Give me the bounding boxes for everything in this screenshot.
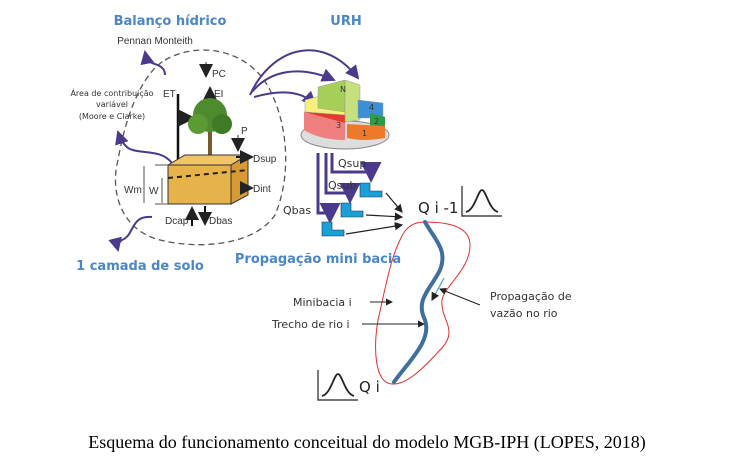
- tree-icon: [188, 98, 232, 160]
- area-arrow: [115, 130, 173, 164]
- qsup-to-river: [385, 192, 403, 213]
- hydrograph-upstream-icon: [461, 186, 502, 217]
- propagacao-vazao-label-1: Propagação de: [490, 290, 572, 303]
- urh-pie: [300, 79, 390, 150]
- river-reach: [392, 220, 445, 384]
- qsup-line: [330, 153, 382, 183]
- dint-label: Dint: [253, 184, 271, 195]
- qbas-line: [316, 153, 341, 224]
- soil-arrow: [108, 215, 153, 252]
- et-arrow: [140, 50, 166, 76]
- w-label: W: [149, 186, 159, 197]
- q-i-minus-1-label: Q i -1: [418, 199, 458, 217]
- flow-direction-arrow: [431, 277, 445, 302]
- pc-label: PC: [212, 69, 226, 80]
- wm-label: Wm: [124, 185, 142, 196]
- qsub-label: Qsub: [328, 179, 356, 192]
- propagacao-vazao-label-2: vazão no rio: [490, 307, 558, 320]
- urh-arrow-1: [249, 49, 360, 96]
- dcap-label: Dcap: [165, 216, 189, 227]
- propagacao-pointer: [439, 287, 481, 306]
- q-i-label: Q i: [359, 378, 380, 396]
- propagacao-mini-bacia-title: Propagação mini bacia: [235, 252, 401, 267]
- urh-4-label: 4: [369, 103, 374, 112]
- qsub-to-river: [365, 212, 404, 221]
- urh-1-label: 1: [362, 129, 367, 138]
- qsub-line: [324, 153, 361, 204]
- qbas-to-river: [345, 221, 404, 235]
- qsup-label: Qsup: [338, 157, 366, 170]
- urh-n-label: N: [340, 85, 346, 94]
- balanco-hidrico-title: Balanço hídrico: [114, 14, 227, 29]
- reservoir-icons: [321, 182, 383, 237]
- p-label: P: [241, 126, 248, 137]
- dsup-label: Dsup: [253, 154, 277, 165]
- minibacia-label: Minibacia i: [293, 296, 352, 309]
- hru-boundary: [114, 49, 287, 246]
- figure-caption: Esquema do funcionamento conceitual do m…: [88, 432, 646, 452]
- area-contribuicao-label-1: Área de contribuição: [70, 87, 153, 98]
- urh-3-label: 3: [336, 121, 341, 130]
- soil-box: [143, 154, 250, 205]
- area-contribuicao-label-2: variável: [96, 100, 128, 109]
- urh-2-label: 2: [374, 117, 379, 126]
- pennan-monteith-label: Pennan Monteith: [117, 36, 193, 47]
- qbas-label: Qbas: [283, 204, 311, 217]
- et-label: ET: [163, 89, 176, 100]
- camada-solo-title: 1 camada de solo: [76, 259, 204, 274]
- urh-title: URH: [330, 14, 361, 29]
- area-contribuicao-label-3: (Moore e Clarke): [79, 112, 145, 121]
- urh-arrow-2: [251, 68, 336, 93]
- minibacia-outline: [375, 221, 471, 385]
- ei-label: EI: [214, 89, 223, 100]
- trecho-rio-label: Trecho de rio i: [271, 318, 350, 331]
- hydrograph-outlet-icon: [317, 370, 358, 401]
- dbas-label: Dbas: [209, 216, 232, 227]
